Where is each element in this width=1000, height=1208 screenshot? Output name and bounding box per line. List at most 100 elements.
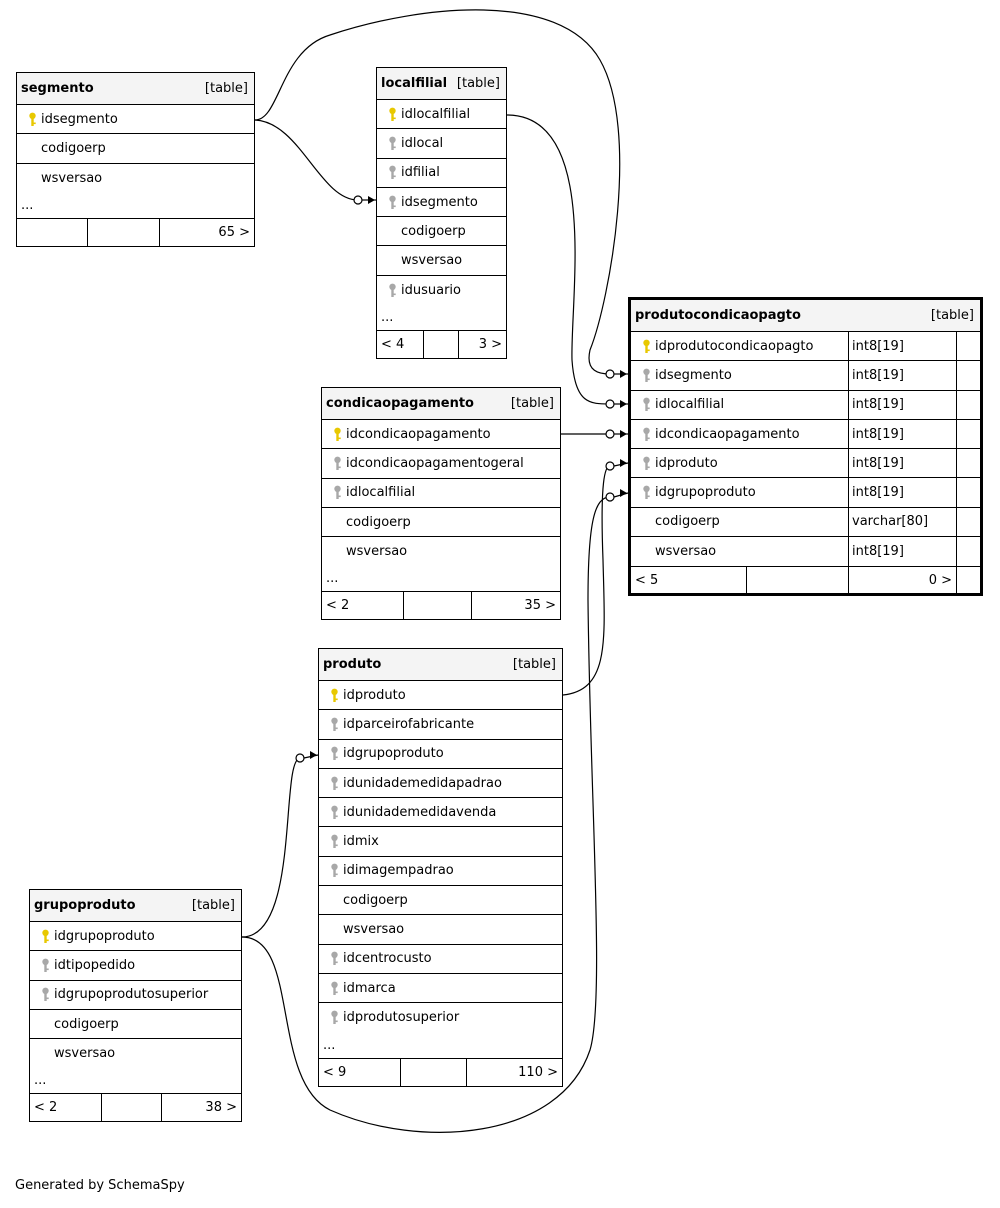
- edge-produto-produtocondicaopagto: [562, 459, 629, 696]
- column-name: idgrupoproduto: [54, 928, 155, 944]
- edge-grupoproduto-produto: [241, 751, 319, 938]
- foreign-key-icon: [637, 368, 655, 383]
- column-row-wsversao[interactable]: wsversao: [30, 1039, 241, 1068]
- column-pad: [956, 478, 980, 507]
- column-row-codigoerp[interactable]: codigoerp: [30, 1010, 241, 1040]
- footer-pad: [956, 567, 980, 594]
- column-name: idsegmento: [655, 367, 732, 383]
- foreign-key-icon: [325, 717, 343, 732]
- column-name: idimagempadrao: [343, 863, 454, 879]
- footer-children: 3 >: [478, 337, 502, 353]
- column-name: codigoerp: [41, 140, 106, 156]
- edge-optional-circle: [605, 429, 615, 439]
- column-row-idgrupoproduto[interactable]: idgrupoproduto: [319, 740, 562, 769]
- column-row-idgrupoprodutosuperior[interactable]: idgrupoprodutosuperior: [30, 981, 241, 1010]
- foreign-key-icon: [637, 485, 655, 500]
- column-name: idprodutosuperior: [343, 1010, 460, 1026]
- table-name: grupoproduto: [34, 898, 136, 913]
- column-pad: [956, 507, 980, 537]
- table-condicaopagamento[interactable]: condicaopagamento [table] idcondicaopaga…: [321, 387, 561, 621]
- column-row-idcondicaopagamentogeral[interactable]: idcondicaopagamentogeral: [322, 449, 560, 479]
- foreign-key-icon: [325, 951, 343, 966]
- column-name: wsversao: [343, 922, 405, 938]
- table-type: [table]: [512, 657, 556, 672]
- column-row-idparceirofabricante[interactable]: idparceirofabricante: [319, 710, 562, 740]
- foreign-key-icon: [325, 746, 343, 761]
- column-row-idimagempadrao[interactable]: idimagempadrao: [319, 857, 562, 887]
- column-row-codigoerp[interactable]: codigoerp: [322, 508, 560, 538]
- column-row-idtipopedido[interactable]: idtipopedido: [30, 951, 241, 981]
- column-name: idlocal: [401, 135, 444, 151]
- footer-middle: [401, 1058, 467, 1086]
- column-row-idsegmento[interactable]: idsegmento: [377, 188, 506, 218]
- column-pad: [956, 390, 980, 419]
- column-row-idfilial[interactable]: idfilial: [377, 159, 506, 188]
- column-name: idmix: [343, 834, 379, 850]
- column-row-idusuario[interactable]: idusuario: [377, 276, 506, 305]
- foreign-key-icon: [325, 863, 343, 878]
- column-row-idmarca[interactable]: idmarca: [319, 974, 562, 1004]
- column-row-idsegmento[interactable]: idsegmento: [17, 105, 254, 135]
- column-name: idsegmento: [41, 111, 118, 127]
- primary-key-icon: [637, 339, 655, 354]
- column-name: idparceirofabricante: [343, 716, 475, 732]
- column-type: int8[19]: [848, 419, 956, 449]
- table-type: [table]: [510, 396, 554, 411]
- column-row-idlocalfilial[interactable]: idlocalfilial: [377, 100, 506, 130]
- footer-children: 38 >: [205, 1100, 237, 1116]
- more-columns: ...: [30, 1068, 241, 1095]
- footer-parents: < 4: [377, 331, 424, 359]
- column-row-idunidademedidapadrao[interactable]: idunidademedidapadrao: [319, 769, 562, 799]
- column-row-idcentrocusto[interactable]: idcentrocusto: [319, 945, 562, 974]
- column-row-wsversao[interactable]: wsversao: [17, 164, 254, 193]
- column-pad: [956, 449, 980, 478]
- column-row-codigoerp[interactable]: codigoerp: [377, 217, 506, 247]
- column-row-codigoerp[interactable]: codigoerp: [319, 886, 562, 916]
- column-row-idlocalfilial[interactable]: idlocalfilial: [322, 479, 560, 508]
- table-name: produtocondicaopagto: [635, 308, 801, 323]
- column-row-wsversao[interactable]: wsversao: [319, 915, 562, 945]
- primary-key-icon: [23, 112, 41, 127]
- column-pad: [956, 361, 980, 390]
- column-row-wsversao[interactable]: wsversao: [322, 537, 560, 566]
- column-row-idmix[interactable]: idmix: [319, 827, 562, 857]
- column-row-idcondicaopagamento[interactable]: idcondicaopagamento: [322, 420, 560, 450]
- column-type: int8[19]: [848, 449, 956, 478]
- footer-children: 35 >: [524, 598, 556, 614]
- edge-line: [562, 465, 611, 696]
- footer-middle: [404, 592, 472, 620]
- edge-line: [241, 757, 301, 938]
- column-row-idunidademedidavenda[interactable]: idunidademedidavenda: [319, 798, 562, 828]
- primary-key-icon: [325, 688, 343, 703]
- footer-parents: < 2: [30, 1094, 102, 1122]
- column-row-idlocal[interactable]: idlocal: [377, 129, 506, 159]
- edge-crowfoot: [620, 489, 627, 497]
- foreign-key-icon: [325, 1010, 343, 1025]
- column-name: wsversao: [655, 544, 717, 560]
- column-name: idgrupoproduto: [655, 485, 756, 501]
- column-name: idunidademedidavenda: [343, 804, 497, 820]
- table-produtocondicaopagto[interactable]: produtocondicaopagto [table] idprodutoco…: [628, 297, 983, 597]
- column-row-wsversao[interactable]: wsversao: [377, 246, 506, 276]
- primary-key-icon: [36, 929, 54, 944]
- edge-crowfoot: [620, 430, 627, 438]
- column-row-codigoerp[interactable]: codigoerp: [17, 134, 254, 164]
- edge-line: [506, 114, 611, 405]
- column-row-idgrupoproduto[interactable]: idgrupoproduto: [30, 922, 241, 952]
- foreign-key-icon: [325, 776, 343, 791]
- table-type: [table]: [456, 76, 500, 91]
- column-row-idproduto[interactable]: idproduto: [319, 681, 562, 711]
- column-row-idprodutosuperior[interactable]: idprodutosuperior: [319, 1003, 562, 1032]
